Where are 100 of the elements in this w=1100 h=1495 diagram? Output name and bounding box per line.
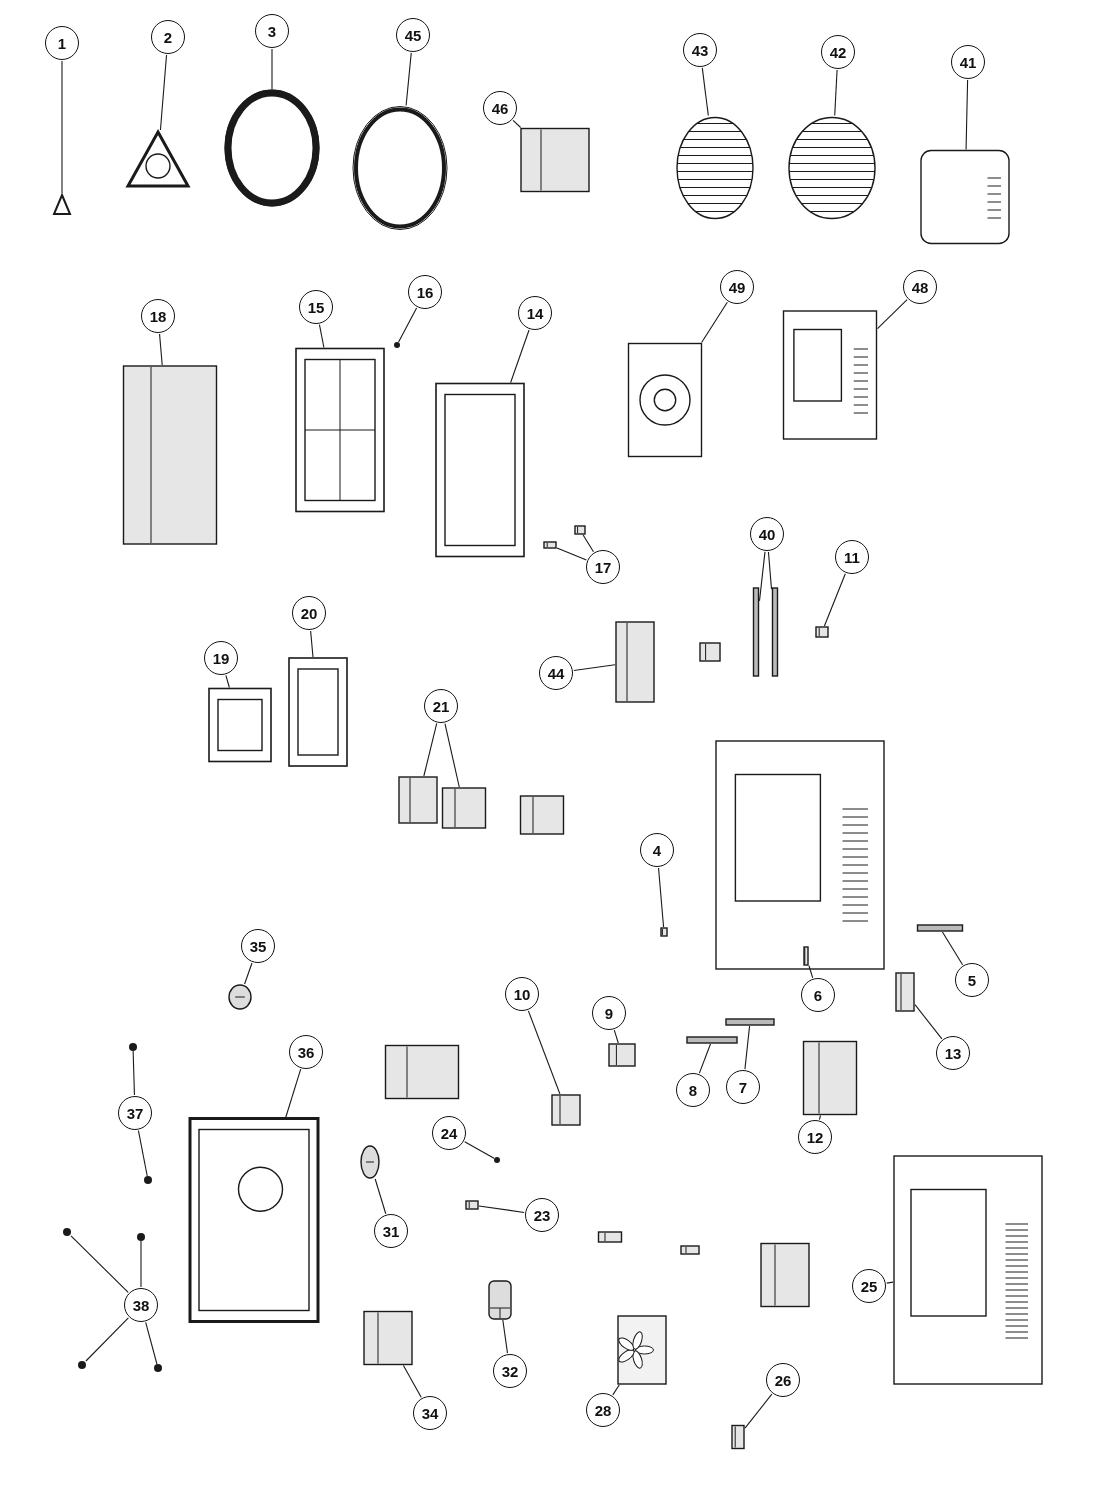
leader-line bbox=[573, 664, 616, 672]
leader-line bbox=[132, 1050, 135, 1096]
part-drawing bbox=[916, 924, 964, 932]
part-drawing bbox=[144, 1176, 152, 1184]
part-drawing bbox=[920, 149, 1010, 245]
part-drawing bbox=[137, 1233, 145, 1241]
leader-line bbox=[145, 1321, 158, 1365]
leader-line bbox=[70, 1235, 129, 1293]
callout-number: 5 bbox=[955, 963, 989, 997]
callout-number: 34 bbox=[413, 1396, 447, 1430]
part-drawing bbox=[78, 1361, 86, 1369]
leader-line bbox=[527, 1010, 561, 1095]
callout-number: 21 bbox=[424, 689, 458, 723]
part-drawing bbox=[125, 128, 191, 188]
part-drawing bbox=[188, 1117, 320, 1323]
leader-line bbox=[758, 551, 766, 602]
callout-number: 42 bbox=[821, 35, 855, 69]
part-drawing bbox=[208, 687, 272, 763]
part-drawing bbox=[494, 1157, 500, 1163]
part-drawing bbox=[441, 787, 487, 829]
leader-line bbox=[612, 1384, 620, 1396]
callout-number: 2 bbox=[151, 20, 185, 54]
callout-number: 9 bbox=[592, 996, 626, 1030]
callout-number: 48 bbox=[903, 270, 937, 304]
leader-line bbox=[402, 1364, 422, 1398]
leader-line bbox=[914, 1004, 943, 1040]
part-drawing bbox=[122, 365, 218, 545]
leader-line bbox=[744, 1393, 773, 1429]
callout-number: 41 bbox=[951, 45, 985, 79]
leader-line bbox=[271, 48, 273, 90]
part-drawing bbox=[154, 1364, 162, 1372]
part-drawing bbox=[803, 946, 809, 966]
leader-line bbox=[137, 1130, 148, 1177]
callout-number: 31 bbox=[374, 1214, 408, 1248]
part-drawing bbox=[686, 1036, 738, 1044]
part-drawing bbox=[288, 657, 348, 767]
callout-number: 18 bbox=[141, 299, 175, 333]
part-drawing bbox=[52, 192, 72, 215]
part-drawing bbox=[543, 541, 557, 549]
part-drawing bbox=[360, 1145, 380, 1179]
leader-line bbox=[886, 1281, 894, 1284]
part-drawing bbox=[782, 310, 878, 440]
part-drawing bbox=[435, 382, 525, 558]
callout-number: 43 bbox=[683, 33, 717, 67]
part-drawing bbox=[520, 127, 590, 193]
part-drawing bbox=[224, 89, 320, 207]
part-drawing bbox=[752, 587, 760, 677]
part-drawing bbox=[676, 116, 754, 220]
callout-number: 8 bbox=[676, 1073, 710, 1107]
callout-number: 35 bbox=[241, 929, 275, 963]
leader-line bbox=[965, 79, 969, 151]
callout-number: 38 bbox=[124, 1288, 158, 1322]
callout-number: 37 bbox=[118, 1096, 152, 1130]
callout-number: 3 bbox=[255, 14, 289, 48]
part-drawing bbox=[394, 342, 400, 348]
part-drawing bbox=[725, 1018, 775, 1026]
callout-number: 36 bbox=[289, 1035, 323, 1069]
callout-number: 4 bbox=[640, 833, 674, 867]
part-drawing bbox=[895, 972, 915, 1012]
leader-line bbox=[318, 324, 325, 349]
leader-line bbox=[140, 1240, 142, 1288]
part-drawing bbox=[771, 587, 779, 677]
leader-line bbox=[941, 931, 964, 966]
leader-line bbox=[701, 301, 728, 344]
leader-line bbox=[502, 1319, 509, 1354]
part-drawing bbox=[731, 1424, 745, 1450]
leader-line bbox=[464, 1141, 495, 1159]
callout-number: 17 bbox=[586, 550, 620, 584]
callout-number: 23 bbox=[525, 1198, 559, 1232]
callout-number: 14 bbox=[518, 296, 552, 330]
part-drawing bbox=[295, 347, 385, 513]
leader-line bbox=[423, 722, 438, 777]
leader-line bbox=[310, 630, 314, 658]
callout-number: 44 bbox=[539, 656, 573, 690]
part-drawing bbox=[815, 626, 829, 638]
part-drawing bbox=[551, 1094, 581, 1126]
part-drawing bbox=[660, 927, 668, 937]
leader-line bbox=[876, 299, 908, 330]
part-drawing bbox=[617, 1315, 667, 1385]
leader-line bbox=[225, 674, 230, 689]
callout-number: 28 bbox=[586, 1393, 620, 1427]
leader-line bbox=[823, 573, 846, 627]
leader-line bbox=[834, 69, 838, 117]
callout-number: 11 bbox=[835, 540, 869, 574]
part-drawing bbox=[788, 116, 876, 220]
part-drawing bbox=[802, 1040, 858, 1116]
leader-line bbox=[374, 1178, 387, 1215]
part-drawing bbox=[129, 1043, 137, 1051]
callout-number: 1 bbox=[45, 26, 79, 60]
leader-line bbox=[478, 1205, 525, 1213]
part-drawing bbox=[228, 984, 252, 1010]
callout-number: 7 bbox=[726, 1070, 760, 1104]
part-drawing bbox=[615, 621, 655, 703]
callout-number: 10 bbox=[505, 977, 539, 1011]
callout-number: 26 bbox=[766, 1363, 800, 1397]
leader-line bbox=[512, 119, 522, 129]
leader-line bbox=[398, 307, 418, 343]
part-drawing bbox=[488, 1280, 512, 1320]
leader-line bbox=[556, 547, 587, 561]
leader-line bbox=[285, 1068, 302, 1119]
